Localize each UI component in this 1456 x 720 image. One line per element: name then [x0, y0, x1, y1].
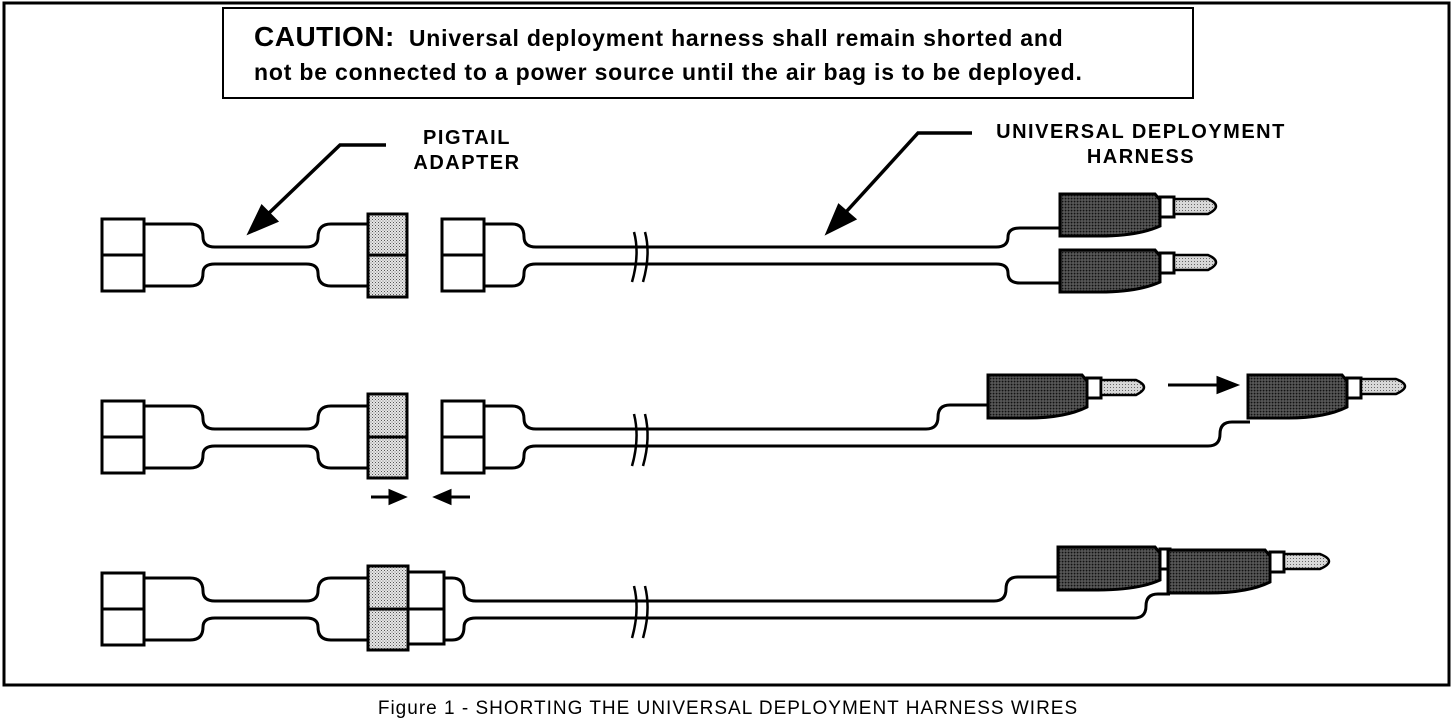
- caution-box: CAUTION: Universal deployment harness sha…: [222, 7, 1194, 99]
- break-mark: [641, 231, 649, 283]
- row-1-assembly: [100, 192, 1218, 299]
- break-mark: [630, 231, 638, 283]
- banana-plug: [1058, 192, 1162, 238]
- plug-pin: [1172, 253, 1218, 272]
- diagram-border: [2, 1, 1451, 687]
- pigtail-label-line-1: PIGTAIL: [423, 127, 511, 149]
- harness-pointer-arrow: [844, 131, 972, 214]
- caution-text-line-2: not be connected to a power source until…: [254, 59, 1083, 85]
- caution-label: CAUTION:: [254, 21, 395, 52]
- banana-plug: [986, 373, 1089, 420]
- harness-label-line-1: UNIVERSAL DEPLOYMENT: [996, 121, 1286, 143]
- break-mark: [641, 585, 649, 639]
- banana-plug: [1056, 545, 1162, 592]
- label-pointers: [246, 131, 972, 236]
- plug-pin: [1282, 552, 1331, 571]
- banana-plug: [1058, 248, 1162, 294]
- row-3-assembly: [100, 545, 1331, 652]
- plug-pin: [1099, 378, 1146, 397]
- pigtail-pointer-arrow: [266, 143, 386, 216]
- pigtail-adapter-label: PIGTAIL ADAPTER: [392, 126, 542, 176]
- motion-arrows: [371, 375, 1241, 506]
- universal-harness-label: UNIVERSAL DEPLOYMENT HARNESS: [966, 120, 1316, 170]
- pigtail-label-line-2: ADAPTER: [413, 152, 521, 174]
- row-2-assembly: [100, 373, 1407, 480]
- banana-plug: [1166, 548, 1272, 595]
- caution-message-1: Universal deployment harness shall remai…: [408, 25, 1064, 51]
- break-mark: [630, 585, 638, 639]
- plug-pin: [1359, 377, 1407, 396]
- break-mark: [630, 413, 638, 467]
- plug-pin: [1172, 197, 1218, 216]
- break-mark: [641, 413, 649, 467]
- figure-caption: Figure 1 - SHORTING THE UNIVERSAL DEPLOY…: [377, 698, 1079, 719]
- caution-text-line-1: CAUTION: Universal deployment harness sha…: [254, 21, 1064, 53]
- banana-plug: [1246, 373, 1349, 420]
- harness-label-line-2: HARNESS: [1086, 146, 1196, 168]
